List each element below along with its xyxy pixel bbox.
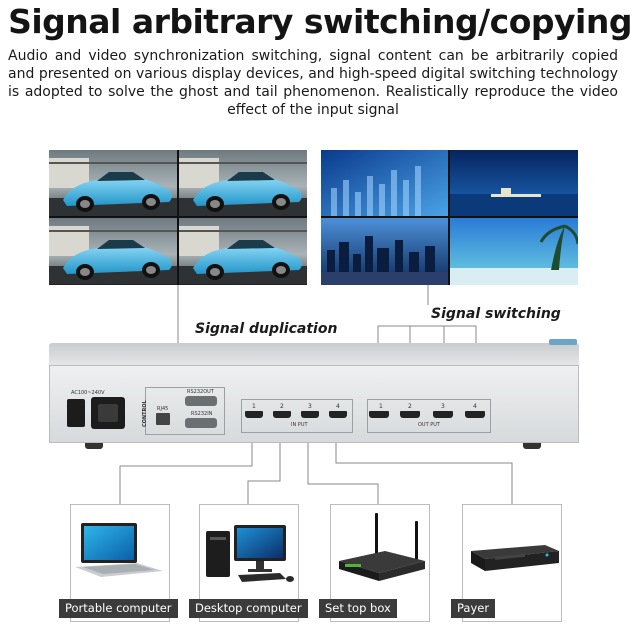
input-port-1-number: 1 (252, 403, 256, 410)
input-port-group (241, 399, 353, 433)
device-top-accent (549, 339, 577, 345)
video-wall-switching (321, 150, 580, 285)
output-port-3-number: 3 (441, 403, 445, 410)
set-top-box-icon (339, 513, 425, 581)
input-label: IN PUT (291, 422, 308, 428)
signal-duplication-label: Signal duplication (195, 321, 338, 337)
output-hdmi-port-1 (369, 411, 389, 418)
rs232out-label: RS232OUT (187, 389, 214, 395)
power-socket (91, 397, 125, 429)
power-label: AC100~240V (71, 390, 105, 396)
output-label: OUT PUT (418, 422, 440, 428)
car-wall-image (49, 150, 307, 285)
rs232out-port (185, 396, 217, 406)
rj45-port (156, 413, 170, 425)
output-port-2-number: 2 (408, 403, 412, 410)
output-hdmi-port-2 (400, 411, 420, 418)
input-port-3-number: 3 (308, 403, 312, 410)
source-label-portable-computer: Portable computer (59, 599, 178, 618)
signal-switching-label: Signal switching (431, 306, 561, 322)
laptop-icon (75, 523, 163, 577)
source-card-desktop-computer: Desktop computer (189, 504, 308, 622)
source-card-player: Payer (451, 504, 562, 622)
matrix-switcher-device: AC100~240V CONTROL RJ45 RS232OUT RS232IN… (49, 339, 579, 449)
video-wall-duplication (49, 150, 307, 285)
source-label-desktop-computer: Desktop computer (189, 599, 308, 618)
dvd-player-icon (471, 545, 559, 571)
device-top-edge (49, 343, 579, 365)
output-hdmi-port-3 (433, 411, 453, 418)
control-box (145, 387, 225, 435)
device-foot-left (85, 443, 103, 449)
rj45-label: RJ45 (157, 406, 169, 412)
input-hdmi-port-2 (273, 411, 291, 418)
source-label-player: Payer (451, 599, 496, 618)
device-foot-right (523, 443, 541, 449)
output-port-4-number: 4 (473, 403, 477, 410)
output-hdmi-port-4 (465, 411, 485, 418)
desktop-icon (206, 525, 294, 582)
control-label: CONTROL (142, 400, 148, 427)
output-port-group (367, 399, 491, 433)
input-hdmi-port-3 (301, 411, 319, 418)
rs232in-port (185, 418, 217, 428)
input-port-2-number: 2 (280, 403, 284, 410)
scenes-wall-image (321, 150, 580, 285)
rs232in-label: RS232IN (191, 411, 213, 417)
power-switch (67, 399, 85, 427)
output-port-1-number: 1 (379, 403, 383, 410)
input-hdmi-port-1 (245, 411, 263, 418)
source-label-set-top-box: Set top box (319, 599, 397, 618)
description-text: Audio and video synchronization switchin… (8, 48, 618, 118)
input-hdmi-port-4 (329, 411, 347, 418)
source-card-set-top-box: Set top box (319, 504, 430, 622)
source-card-portable-computer: Portable computer (59, 504, 178, 622)
page-title: Signal arbitrary switching/copying (8, 2, 632, 41)
input-port-4-number: 4 (336, 403, 340, 410)
